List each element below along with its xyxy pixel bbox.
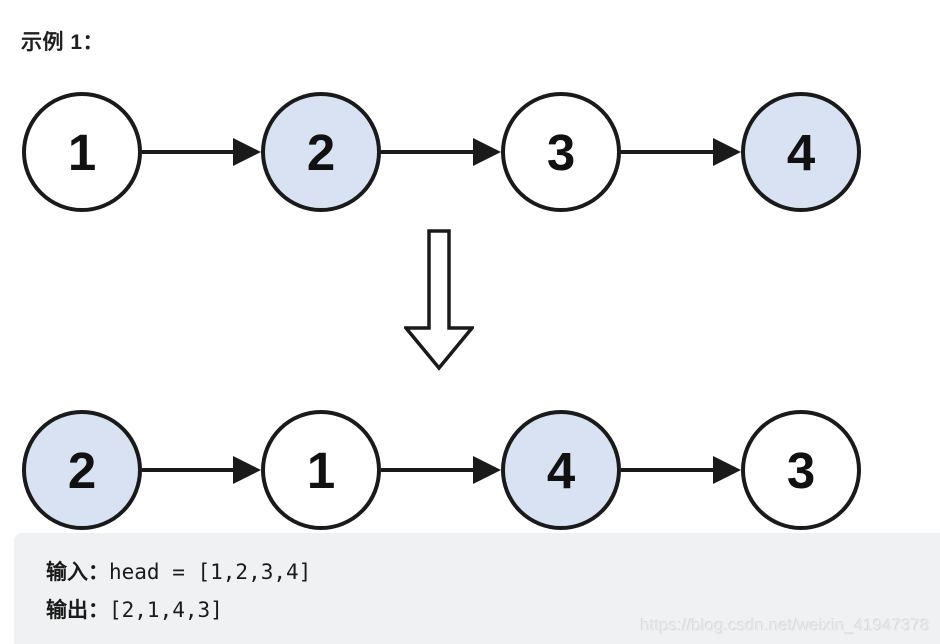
list-node-output-list-2: 2 — [22, 410, 142, 530]
list-node-input-list-2: 2 — [261, 92, 381, 212]
input-line: 输入：head = [1,2,3,4] — [46, 559, 311, 588]
arrowhead-icon — [233, 456, 261, 484]
arrowhead-icon — [473, 456, 501, 484]
list-node-input-list-4: 4 — [741, 92, 861, 212]
arrow-shaft — [621, 150, 715, 154]
arrowhead-icon — [473, 138, 501, 166]
list-node-output-list-3: 3 — [741, 410, 861, 530]
arrowhead-icon — [233, 138, 261, 166]
arrow-shaft — [142, 150, 235, 154]
output-line: 输出：[2,1,4,3] — [46, 597, 223, 626]
list-node-output-list-4: 4 — [501, 410, 621, 530]
list-node-input-list-1: 1 — [22, 92, 142, 212]
arrow-shaft — [621, 468, 715, 472]
arrow-shaft — [142, 468, 235, 472]
output-label: 输出： — [46, 599, 109, 622]
list-node-input-list-3: 3 — [501, 92, 621, 212]
arrow-shaft — [381, 150, 475, 154]
example-title: 示例 1： — [21, 31, 105, 54]
arrowhead-icon — [713, 138, 741, 166]
watermark: https://blog.csdn.net/weixin_41947378 — [640, 616, 930, 635]
list-node-output-list-1: 1 — [261, 410, 381, 530]
output-value: [2,1,4,3] — [109, 598, 223, 622]
down-arrow-icon — [404, 229, 474, 371]
arrowhead-icon — [713, 456, 741, 484]
input-label: 输入： — [46, 561, 109, 584]
arrow-shaft — [381, 468, 475, 472]
io-panel: 输入：head = [1,2,3,4] 输出：[2,1,4,3] https:/… — [14, 533, 940, 644]
input-value: head = [1,2,3,4] — [109, 560, 312, 584]
